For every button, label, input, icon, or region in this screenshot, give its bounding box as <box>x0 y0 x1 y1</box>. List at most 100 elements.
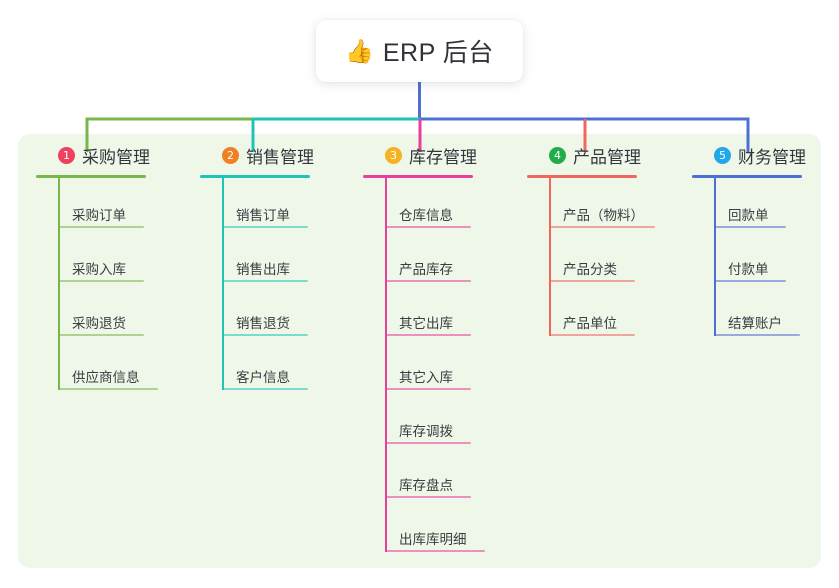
branch-item[interactable]: 付款单 <box>692 232 806 286</box>
branch-header-4[interactable]: 4 产品管理 <box>527 142 641 168</box>
branch-item-label: 回款单 <box>728 208 769 223</box>
branch-item-label: 供应商信息 <box>72 370 140 385</box>
branch-items: 采购订单采购入库采购退货供应商信息 <box>36 178 158 394</box>
branch-title: 采购管理 <box>82 147 150 167</box>
branch-item-label: 出库库明细 <box>399 532 467 547</box>
branch-item[interactable]: 库存盘点 <box>363 448 477 502</box>
root-node-content: 👍 ERP 后台 <box>345 33 494 69</box>
thumbs-up-emoji: 👍 <box>345 37 374 64</box>
branch-item-underline <box>385 388 471 390</box>
branch-item[interactable]: 产品分类 <box>527 232 641 286</box>
branch-number-badge: 4 <box>549 146 566 164</box>
branch-item-label: 销售订单 <box>236 208 290 223</box>
branch-spine <box>385 178 387 552</box>
branch-item-label: 客户信息 <box>236 370 290 385</box>
branch-item[interactable]: 采购订单 <box>36 178 150 232</box>
branch-underline <box>363 175 473 178</box>
branch-header-5[interactable]: 5 财务管理 <box>692 142 806 168</box>
branch-item[interactable]: 产品单位 <box>527 286 641 340</box>
branch-items: 销售订单销售出库销售退货客户信息 <box>200 178 314 394</box>
branch-item-underline <box>222 280 308 282</box>
branch-underline <box>692 175 802 178</box>
root-node-title: ERP 后台 <box>382 39 494 67</box>
branch-item[interactable]: 其它入库 <box>363 340 477 394</box>
branch-item-label: 产品库存 <box>399 262 453 277</box>
branch-item-underline <box>58 388 158 390</box>
branch-item-label: 库存调拨 <box>399 424 453 439</box>
branch-item-label: 库存盘点 <box>399 478 453 493</box>
branch-item[interactable]: 结算账户 <box>692 286 806 340</box>
branch-item-label: 产品（物料） <box>563 208 644 223</box>
branch-underline <box>200 175 310 178</box>
branch-item-underline <box>385 226 471 228</box>
branch-item-underline <box>222 226 308 228</box>
branch-item[interactable]: 回款单 <box>692 178 806 232</box>
branch-column-3: 3 库存管理仓库信息产品库存其它出库其它入库库存调拨库存盘点出库库明细 <box>363 142 485 556</box>
branch-item-underline <box>222 334 308 336</box>
branch-number-badge: 1 <box>58 146 75 164</box>
branch-item[interactable]: 产品库存 <box>363 232 477 286</box>
branch-item-underline <box>549 280 635 282</box>
branch-item-underline <box>549 226 655 228</box>
branch-number-badge: 2 <box>222 146 239 164</box>
branch-item-label: 采购入库 <box>72 262 126 277</box>
branch-item[interactable]: 其它出库 <box>363 286 477 340</box>
branch-item-underline <box>58 226 144 228</box>
branch-item-label: 结算账户 <box>728 316 782 331</box>
branch-number-badge: 3 <box>385 146 402 164</box>
branch-item-underline <box>222 388 308 390</box>
branch-column-4: 4 产品管理产品（物料） 产品分类产品单位 <box>527 142 655 340</box>
branch-item-label: 付款单 <box>728 262 769 277</box>
branch-column-1: 1 采购管理采购订单采购入库采购退货供应商信息 <box>36 142 158 394</box>
branch-item-label: 产品单位 <box>563 316 617 331</box>
branch-column-5: 5 财务管理回款单付款单结算账户 <box>692 142 806 340</box>
branch-item[interactable]: 销售订单 <box>200 178 314 232</box>
branch-item-underline <box>714 334 800 336</box>
root-node[interactable]: 👍 ERP 后台 <box>316 20 523 82</box>
branch-item-label: 产品分类 <box>563 262 617 277</box>
branch-item[interactable]: 采购退货 <box>36 286 150 340</box>
branch-item-label: 采购退货 <box>72 316 126 331</box>
branch-header-2[interactable]: 2 销售管理 <box>200 142 314 168</box>
branch-item[interactable]: 库存调拨 <box>363 394 477 448</box>
branch-spine <box>58 178 60 390</box>
branches-panel <box>18 134 821 568</box>
branch-item-underline <box>385 280 471 282</box>
branch-item[interactable]: 采购入库 <box>36 232 150 286</box>
branch-item-underline <box>385 334 471 336</box>
branch-item[interactable]: 销售退货 <box>200 286 314 340</box>
branch-number-badge: 5 <box>714 146 731 164</box>
branch-underline <box>36 175 146 178</box>
branch-item[interactable]: 出库库明细 <box>363 502 485 556</box>
branch-item-underline <box>714 280 786 282</box>
branch-item[interactable]: 产品（物料） <box>527 178 655 232</box>
branch-item-underline <box>549 334 635 336</box>
branch-items: 产品（物料） 产品分类产品单位 <box>527 178 655 340</box>
branch-item-label: 采购订单 <box>72 208 126 223</box>
branch-item-label: 其它出库 <box>399 316 453 331</box>
branch-item[interactable]: 客户信息 <box>200 340 314 394</box>
branch-column-2: 2 销售管理销售订单销售出库销售退货客户信息 <box>200 142 314 394</box>
branch-item-underline <box>385 496 471 498</box>
branch-item-label: 仓库信息 <box>399 208 453 223</box>
branch-item-underline <box>58 334 144 336</box>
branch-spine <box>222 178 224 390</box>
branch-item-underline <box>58 280 144 282</box>
branch-item-label: 销售退货 <box>236 316 290 331</box>
branch-title: 财务管理 <box>738 147 806 167</box>
branch-item-underline <box>385 550 485 552</box>
branch-items: 仓库信息产品库存其它出库其它入库库存调拨库存盘点出库库明细 <box>363 178 485 556</box>
branch-item[interactable]: 供应商信息 <box>36 340 158 394</box>
branch-title: 产品管理 <box>573 147 641 167</box>
branch-header-1[interactable]: 1 采购管理 <box>36 142 150 168</box>
branch-item-label: 其它入库 <box>399 370 453 385</box>
branch-item-label: 销售出库 <box>236 262 290 277</box>
branch-item[interactable]: 销售出库 <box>200 232 314 286</box>
branch-spine <box>714 178 716 336</box>
branch-title: 销售管理 <box>246 147 314 167</box>
branch-item[interactable]: 仓库信息 <box>363 178 477 232</box>
branch-header-3[interactable]: 3 库存管理 <box>363 142 477 168</box>
branch-title: 库存管理 <box>409 147 477 167</box>
